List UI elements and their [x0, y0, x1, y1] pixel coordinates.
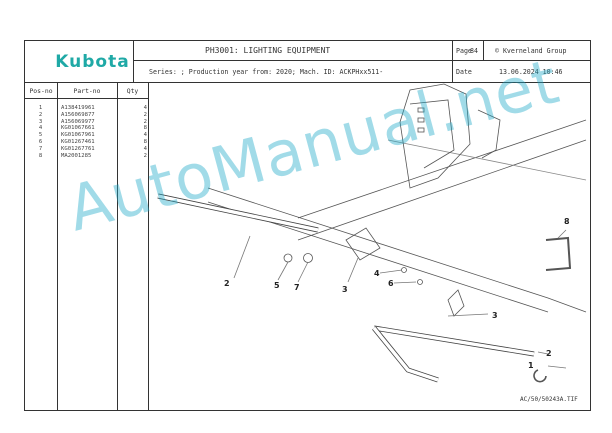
u-bolt-1 — [533, 369, 547, 383]
col-divider-1 — [57, 82, 58, 411]
table-cell-part: KG01267461 — [61, 138, 95, 145]
leader-2b — [537, 351, 549, 355]
nut-5 — [283, 253, 293, 263]
date-label: Date — [456, 68, 472, 76]
callout-3: 3 — [342, 285, 348, 294]
mast-inner — [409, 99, 455, 169]
part-6 — [417, 279, 423, 285]
table-header-line — [25, 98, 148, 99]
logo-divider — [133, 41, 134, 82]
date-value: 13.06.2024 10:46 — [499, 68, 563, 76]
callout-2: 2 — [224, 279, 230, 288]
table-cell-part: KG01267761 — [61, 145, 95, 152]
callout-7: 7 — [294, 283, 300, 292]
table-cell-pos: 1 — [38, 105, 43, 111]
leader-5 — [277, 261, 289, 281]
leader-2 — [233, 235, 251, 279]
table-cell-pos: 6 — [38, 138, 43, 145]
leader-8 — [557, 229, 567, 239]
table-cell-qty: 2 — [143, 152, 147, 159]
leader-6 — [393, 281, 417, 284]
callout-2-lower: 2 — [546, 349, 552, 358]
meta-divider — [452, 41, 453, 82]
frame-beam-upper-2 — [297, 139, 587, 241]
leader-3b — [447, 313, 489, 317]
callout-6: 6 — [388, 279, 394, 288]
page-number: 84 — [470, 47, 478, 55]
table-cell-part: A156069877 — [61, 111, 95, 118]
table-cell-part: KG01067661 — [61, 125, 95, 132]
table-cell-part: A156069977 — [61, 118, 95, 125]
table-cell-qty: 8 — [143, 138, 147, 145]
table-cell-pos: 8 — [38, 152, 43, 159]
washer-7 — [303, 253, 313, 263]
frame-beam-lower — [207, 187, 587, 313]
frame-beam-upper — [297, 119, 587, 219]
table-cell-qty: 4 — [143, 132, 147, 139]
table-cell-qty: 2 — [143, 118, 147, 125]
leader-1 — [547, 365, 567, 369]
table-cell-qty: 4 — [143, 145, 147, 152]
hitch-arm — [477, 109, 501, 159]
table-cell-qty: 8 — [143, 125, 147, 132]
page-divider — [483, 41, 484, 60]
table-cell-pos: 3 — [38, 118, 43, 125]
col-part-header: Part-no — [73, 87, 101, 95]
page-title: PH3001: LIGHTING EQUIPMENT — [205, 46, 331, 55]
mast-slot-3 — [417, 127, 425, 133]
col-qty-header: Qty — [126, 87, 139, 95]
callout-5: 5 — [274, 281, 280, 290]
callout-4: 4 — [374, 269, 380, 278]
u-bolt-8 — [545, 236, 572, 271]
table-cell-part: A138419961 — [61, 105, 95, 111]
table-cell-part: KG01067961 — [61, 132, 95, 139]
leader-7 — [297, 261, 309, 283]
table-cell-qty: 2 — [143, 111, 147, 118]
copyright: © Kverneland Group — [495, 47, 567, 55]
col-pos-header: Pos-no — [29, 87, 53, 95]
table-cell-qty: 4 — [143, 105, 147, 111]
frame-beam-rear — [387, 139, 587, 181]
table-cell-pos: 5 — [38, 132, 43, 139]
bracket-3-lower — [447, 289, 465, 317]
table-cell-pos: 4 — [38, 125, 43, 132]
series-line: Series: ; Production year from: 2020; Ma… — [149, 68, 384, 76]
col-divider-2 — [117, 82, 118, 411]
part-4 — [401, 267, 407, 273]
exploded-drawing: 1 2 3 4 5 6 7 8 2 3 — [157, 83, 587, 383]
table-cell-part: MA2001285 — [61, 152, 92, 159]
header-bottom-line — [25, 82, 591, 83]
page-label: Page — [456, 47, 472, 55]
callout-3-lower: 3 — [492, 311, 498, 320]
table-cell-pos: 2 — [38, 111, 43, 118]
table-cell-pos: 7 — [38, 145, 43, 152]
parts-sheet: Kubota PH3001: LIGHTING EQUIPMENT Page 8… — [24, 40, 591, 411]
bracket-3-upper — [345, 227, 381, 261]
callout-8: 8 — [564, 217, 570, 226]
leader-3 — [347, 257, 359, 283]
callout-1: 1 — [528, 361, 534, 370]
col-divider-3 — [148, 82, 149, 411]
mast-slot-2 — [417, 117, 425, 123]
kubota-logo: Kubota — [55, 52, 130, 72]
mast-outline — [399, 83, 471, 189]
tube-2-lower-bend-hl — [372, 326, 439, 382]
drawing-reference: AC/50/50243A.TIF — [520, 396, 578, 403]
tube-2-upper-hl — [157, 194, 319, 232]
header-divider — [133, 60, 591, 61]
tube-2-lower-hl — [373, 326, 535, 356]
leader-4 — [379, 269, 403, 274]
mast-slot-1 — [417, 107, 425, 113]
